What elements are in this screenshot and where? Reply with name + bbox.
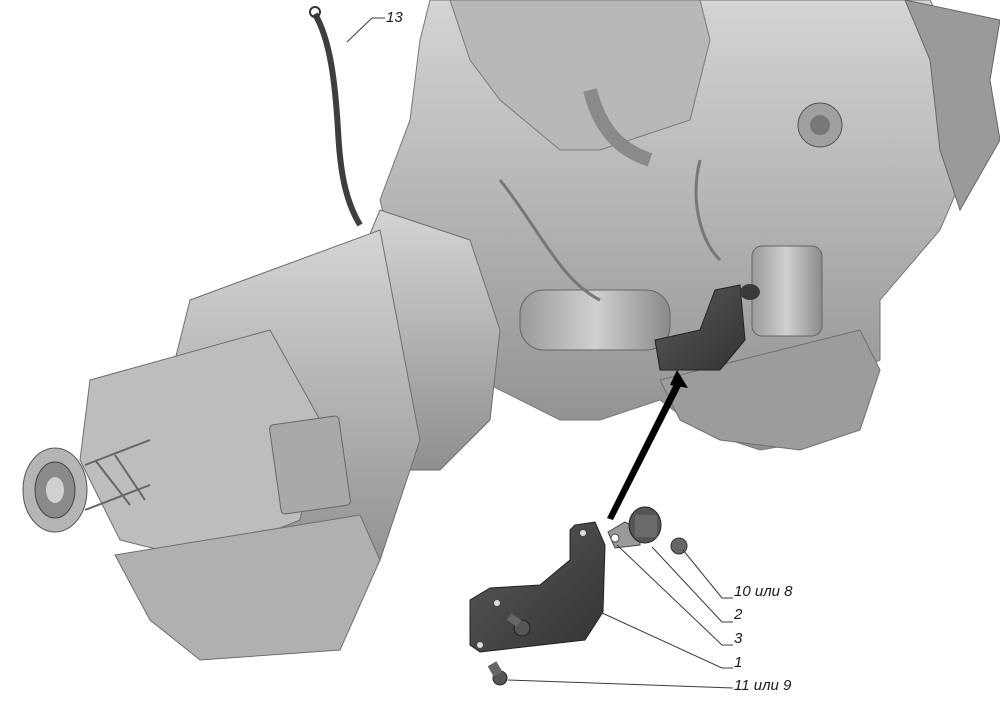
- leader-lines: [346, 17, 734, 689]
- callout-10-or-8: 10 или 8: [734, 583, 793, 600]
- detail-arrow: [607, 370, 688, 520]
- cable-harness: [312, 12, 363, 227]
- transmission: [22, 209, 501, 661]
- callout-1: 1: [734, 654, 743, 671]
- callout-11-or-9: 11 или 9: [734, 677, 792, 694]
- bracket-bolt: [506, 613, 531, 637]
- callout-13: 13: [386, 9, 403, 26]
- callout-2: 2: [734, 606, 743, 623]
- engine-block: [379, 0, 1000, 451]
- rubber-cushion-2: [628, 506, 662, 544]
- bolt-11-or-9: [487, 661, 508, 686]
- callout-3: 3: [734, 630, 743, 647]
- exploded-bracket-1: [469, 521, 606, 653]
